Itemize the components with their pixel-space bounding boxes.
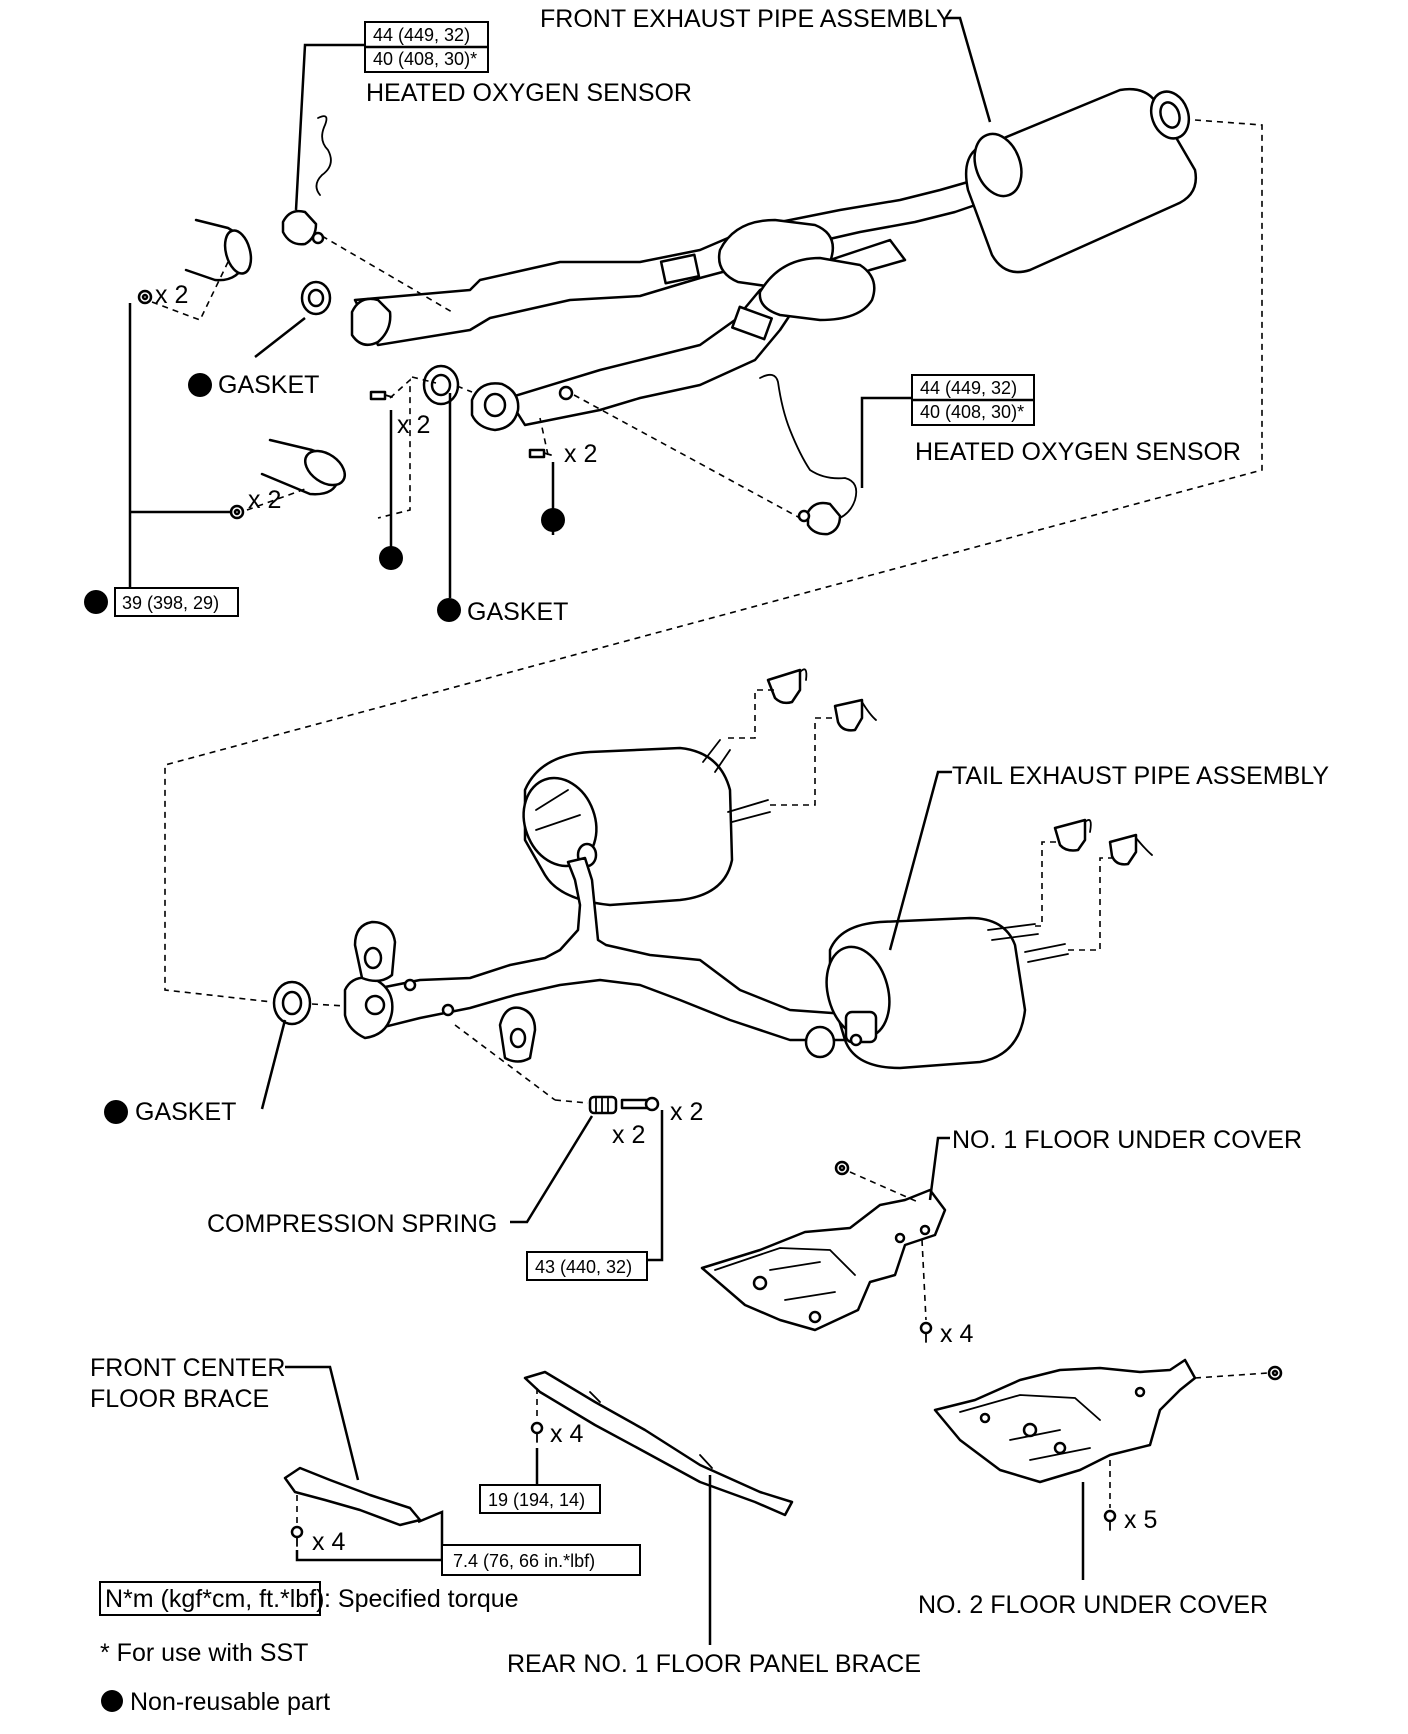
label-front-exhaust-pipe-assembly: FRONT EXHAUST PIPE ASSEMBLY — [540, 5, 953, 33]
torque-box-spring-bolts: 43 (440, 32) — [526, 1251, 648, 1281]
nut-icon — [834, 1160, 850, 1176]
torque-box-rear-brace: 19 (194, 14) — [479, 1484, 601, 1514]
label-no1-floor-under-cover: NO. 1 FLOOR UNDER COVER — [952, 1126, 1302, 1154]
gasket-front-lower-hole — [430, 373, 452, 397]
legend: N*m (kgf*cm, ft.*lbf) : Specified torque… — [99, 1581, 519, 1716]
no1-floor-under-cover — [700, 1188, 947, 1332]
label-no2-floor-under-cover: NO. 2 FLOOR UNDER COVER — [918, 1591, 1268, 1619]
bolt-icon — [919, 1321, 933, 1343]
nut-icon — [137, 289, 153, 305]
compression-spring-icon — [588, 1095, 618, 1115]
qty-label: x 5 — [1124, 1506, 1157, 1534]
legend-torque-unit: N*m (kgf*cm, ft.*lbf) — [105, 1585, 324, 1613]
manifold-pipe-upper — [184, 218, 253, 282]
torque-box-o2-upper: 44 (449, 32) 40 (408, 30)* — [364, 21, 489, 73]
manifold-pipe-lower — [260, 438, 346, 496]
torque-value: 19 (194, 14) — [488, 1490, 585, 1510]
label-rear-no1-floor-panel-brace: REAR NO. 1 FLOOR PANEL BRACE — [507, 1650, 921, 1678]
qty-label: x 4 — [312, 1528, 345, 1556]
qty-label: x 2 — [155, 281, 188, 309]
qty-label: x 4 — [550, 1420, 583, 1448]
qty-label: x 2 — [248, 486, 281, 514]
bolt-icon — [530, 1421, 544, 1443]
heated-oxygen-sensor-right — [759, 373, 858, 536]
qty-label: x 2 — [612, 1121, 645, 1149]
qty-label: x 2 — [397, 411, 430, 439]
hanger-bracket-icon — [1053, 818, 1092, 852]
rubber-hanger-icon — [353, 920, 397, 983]
torque-box-front-brace: 7.4 (76, 66 in.*lbf) — [441, 1544, 641, 1576]
non-reusable-dot-icon — [437, 598, 461, 622]
torque-value: 43 (440, 32) — [535, 1257, 632, 1277]
torque-box-manifold-nuts: 39 (398, 29) — [114, 587, 239, 617]
rubber-hanger-icon — [498, 1006, 537, 1063]
label-compression-spring: COMPRESSION SPRING — [207, 1210, 497, 1238]
label-heated-oxygen-sensor-right: HEATED OXYGEN SENSOR — [915, 438, 1241, 466]
gasket-tail-hole — [281, 990, 303, 1016]
torque-value: 44 (449, 32) — [373, 25, 470, 45]
non-reusable-dot-icon — [101, 1690, 123, 1712]
legend-non-reusable: Non-reusable part — [130, 1688, 330, 1716]
front-center-floor-brace — [283, 1466, 422, 1527]
hanger-bracket-icon — [1108, 833, 1153, 866]
bolt-icon — [1103, 1509, 1117, 1531]
torque-value: 39 (398, 29) — [122, 593, 219, 613]
bolt-icon — [290, 1525, 304, 1547]
torque-value: 44 (449, 32) — [920, 378, 1017, 398]
non-reusable-dot-icon — [104, 1100, 128, 1124]
label-front-center-floor-brace-line1: FRONT CENTER — [90, 1354, 285, 1382]
qty-label: x 4 — [940, 1320, 973, 1348]
non-reusable-dot-icon — [379, 546, 403, 570]
tail-exhaust-pipe-assembly — [343, 739, 1069, 1070]
hanger-bracket-icon — [833, 698, 877, 732]
torque-value: 40 (408, 30)* — [920, 402, 1024, 422]
torque-box-o2-right: 44 (449, 32) 40 (408, 30)* — [911, 374, 1035, 426]
torque-value: 40 (408, 30)* — [373, 49, 477, 69]
heated-oxygen-sensor-upper — [281, 115, 332, 246]
legend-torque-desc: : Specified torque — [324, 1585, 519, 1613]
legend-sst-note: * For use with SST — [100, 1639, 308, 1667]
torque-value: 7.4 (76, 66 in.*lbf) — [453, 1551, 595, 1571]
label-gasket-upper: GASKET — [218, 371, 319, 399]
label-heated-oxygen-sensor-upper: HEATED OXYGEN SENSOR — [366, 79, 692, 107]
bolt-icon — [620, 1096, 660, 1112]
qty-label: x 2 — [670, 1098, 703, 1126]
label-gasket-tail: GASKET — [135, 1098, 236, 1126]
front-exhaust-pipe-assembly — [350, 87, 1198, 432]
nut-icon — [229, 504, 245, 520]
bolt-icon — [369, 390, 393, 401]
non-reusable-dot-icon — [84, 590, 108, 614]
non-reusable-dot-icon — [541, 508, 565, 532]
label-front-center-floor-brace-line2: FLOOR BRACE — [90, 1385, 269, 1413]
nut-icon — [1267, 1365, 1283, 1381]
rear-no1-floor-panel-brace — [523, 1370, 794, 1517]
label-gasket-lower: GASKET — [467, 598, 568, 626]
hanger-bracket-icon — [766, 668, 808, 705]
label-tail-exhaust-pipe-assembly: TAIL EXHAUST PIPE ASSEMBLY — [952, 762, 1329, 790]
no2-floor-under-cover — [933, 1358, 1197, 1484]
qty-label: x 2 — [564, 440, 597, 468]
non-reusable-dot-icon — [188, 373, 212, 397]
gasket-front-upper-hole — [307, 288, 325, 308]
